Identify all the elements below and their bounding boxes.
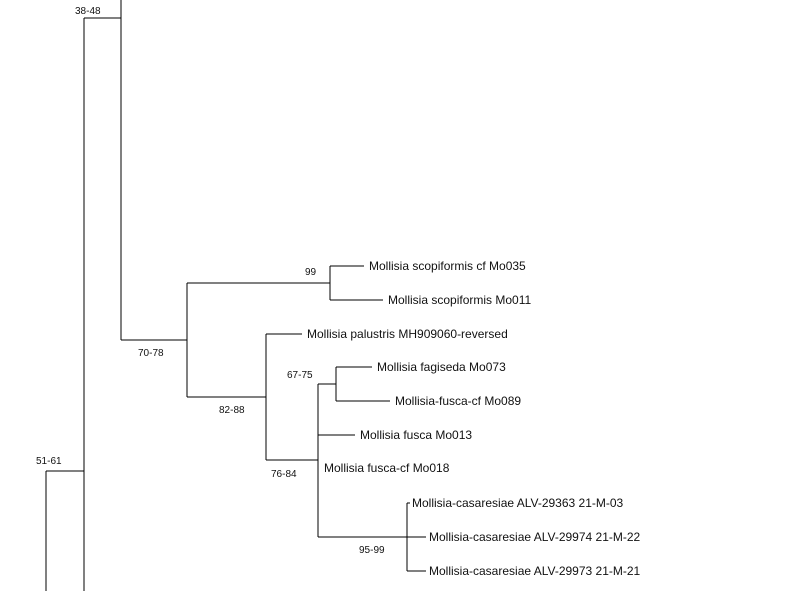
- taxon-label: Mollisia scopiformis cf Mo035: [369, 259, 526, 273]
- taxon-label: Mollisia scopiformis Mo011: [388, 293, 531, 307]
- taxon-label: Mollisia-fusca-cf Mo089: [395, 394, 521, 408]
- support-value: 38-48: [75, 6, 101, 17]
- taxon-label: Mollisia palustris MH909060-reversed: [307, 327, 508, 341]
- taxon-label: Mollisia fagiseda Mo073: [377, 360, 506, 374]
- taxon-label: Mollisia-casaresiae ALV-29974 21-M-22: [429, 530, 641, 544]
- support-value: 70-78: [138, 348, 164, 359]
- taxon-label: Mollisia-casaresiae ALV-29363 21-M-03: [412, 496, 624, 510]
- taxon-label: Mollisia fusca Mo013: [360, 428, 472, 442]
- support-value: 51-61: [36, 456, 62, 467]
- support-value: 76-84: [271, 469, 297, 480]
- tree-branches: [45, 0, 426, 591]
- support-values: 38-48 51-61 99 70-78 82-88 67-75 76-84 9…: [36, 6, 385, 556]
- taxon-label: Mollisia fusca-cf Mo018: [324, 461, 450, 475]
- support-value: 95-99: [359, 545, 385, 556]
- support-value: 82-88: [219, 405, 245, 416]
- taxon-label: Mollisia-casaresiae ALV-29973 21-M-21: [429, 564, 641, 578]
- support-value: 67-75: [287, 370, 313, 381]
- taxon-labels: Mollisia scopiformis cf Mo035 Mollisia s…: [307, 259, 641, 578]
- support-value: 99: [305, 267, 317, 278]
